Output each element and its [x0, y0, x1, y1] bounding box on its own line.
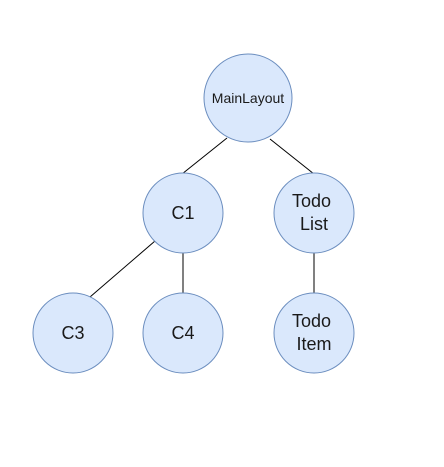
edge-mainlayout-c1 [181, 137, 228, 175]
node-todoitem: Todo Item [273, 292, 355, 374]
node-c3: C3 [32, 292, 114, 374]
node-c1-label: C1 [171, 203, 194, 223]
node-c4-circle [142, 292, 224, 374]
node-mainlayout-label: MainLayout [212, 90, 284, 106]
node-todoitem-label: Todo Item [292, 311, 336, 354]
node-c3-label: C3 [61, 323, 84, 343]
edge-c1-c3 [89, 240, 156, 298]
node-c3-circle [32, 292, 114, 374]
node-mainlayout: MainLayout [203, 53, 293, 143]
node-c1-circle [142, 172, 224, 254]
edge-mainlayout-todolist [269, 138, 315, 175]
node-mainlayout-circle [203, 53, 293, 143]
edges-group [89, 137, 315, 298]
node-todolist-label: Todo List [292, 191, 336, 234]
node-c1: C1 [142, 172, 224, 254]
node-todoitem-circle [273, 292, 355, 374]
node-c4-label: C4 [171, 323, 194, 343]
node-todolist-circle [273, 172, 355, 254]
node-c4: C4 [142, 292, 224, 374]
node-todolist: Todo List [273, 172, 355, 254]
